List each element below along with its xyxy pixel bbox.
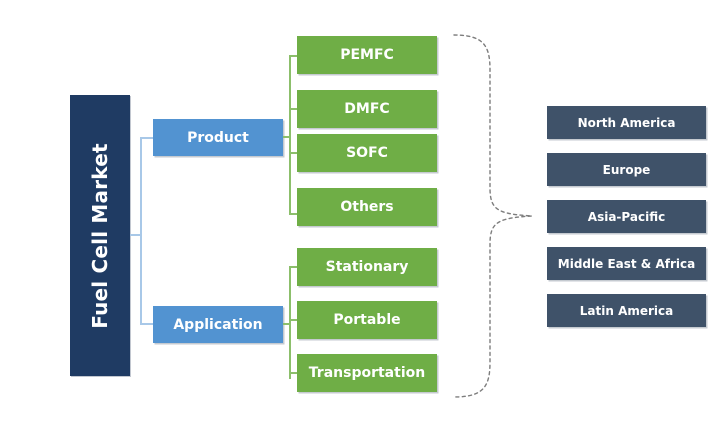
region-node-label: Asia-Pacific [587, 209, 666, 224]
leaf-node-label: Stationary [325, 259, 409, 275]
region-node-latin-america[interactable]: Latin America [547, 294, 706, 327]
connector-to-sofc [289, 152, 298, 154]
dashed-brace-icon [453, 34, 533, 398]
connector-application-spine [289, 266, 291, 379]
leaf-node-stationary[interactable]: Stationary [297, 248, 437, 286]
leaf-node-label: Transportation [308, 365, 426, 381]
category-node-product[interactable]: Product [153, 119, 283, 156]
connector-category-spine [140, 137, 142, 325]
leaf-node-label: Others [340, 199, 394, 215]
leaf-node-pemfc[interactable]: PEMFC [297, 36, 437, 74]
leaf-node-label: PEMFC [340, 47, 394, 63]
connector-application-stub [283, 323, 291, 325]
leaf-node-transportation[interactable]: Transportation [297, 354, 437, 392]
connector-to-product [140, 137, 154, 139]
leaf-node-dmfc[interactable]: DMFC [297, 90, 437, 128]
leaf-node-label: DMFC [344, 101, 390, 117]
connector-to-dmfc [289, 108, 298, 110]
region-node-label: Middle East & Africa [557, 256, 696, 271]
connector-to-pemfc [289, 55, 298, 57]
region-node-label: Latin America [579, 303, 674, 318]
leaf-node-portable[interactable]: Portable [297, 301, 437, 339]
connector-product-spine [289, 55, 291, 215]
connector-product-stub [283, 136, 291, 138]
category-node-application[interactable]: Application [153, 306, 283, 343]
connector-to-transportation [289, 372, 298, 374]
leaf-node-others[interactable]: Others [297, 188, 437, 226]
leaf-node-sofc[interactable]: SOFC [297, 134, 437, 172]
connector-to-portable [289, 319, 298, 321]
region-node-label: Europe [602, 162, 651, 177]
category-node-label: Application [173, 316, 263, 333]
connector-to-application [140, 323, 154, 325]
connector-root-stub [130, 234, 141, 236]
leaf-node-label: SOFC [346, 145, 388, 161]
region-node-europe[interactable]: Europe [547, 153, 706, 186]
leaf-node-label: Portable [333, 312, 401, 328]
category-node-label: Product [187, 129, 249, 146]
region-node-label: North America [577, 115, 676, 130]
region-node-middle-east-africa[interactable]: Middle East & Africa [547, 247, 706, 280]
root-node-fuel-cell-market[interactable]: Fuel Cell Market [70, 95, 130, 376]
region-node-asia-pacific[interactable]: Asia-Pacific [547, 200, 706, 233]
root-node-label: Fuel Cell Market [88, 142, 112, 329]
connector-to-others [289, 213, 298, 215]
connector-to-stationary [289, 266, 298, 268]
region-node-north-america[interactable]: North America [547, 106, 706, 139]
